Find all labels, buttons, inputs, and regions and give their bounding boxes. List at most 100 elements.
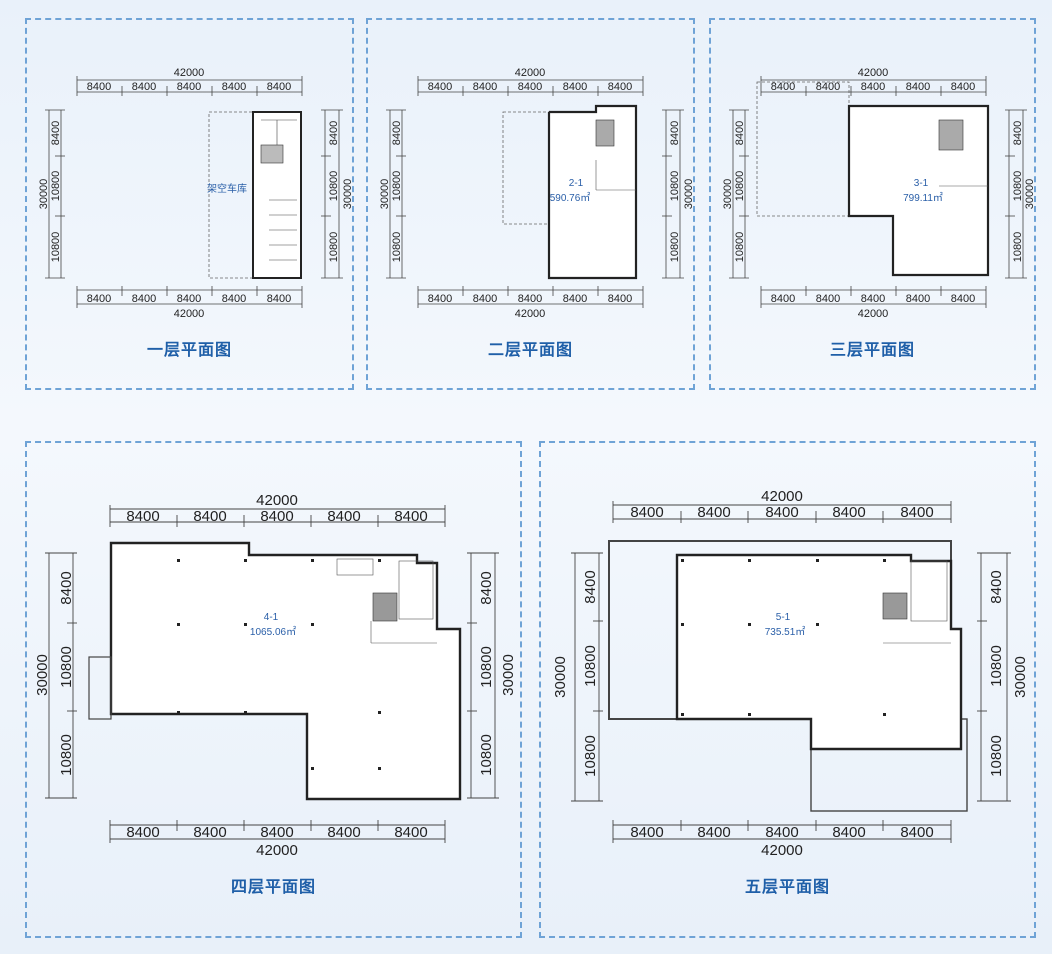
- floor-plan-3: 3-1 799.11㎡ 42000 8400 8400 8400 8400 84…: [722, 67, 1036, 320]
- right-part-5-1: 8400: [988, 570, 1005, 603]
- floor-caption-3: 三层平面图: [829, 340, 915, 359]
- bay-5-5: 8400: [900, 504, 933, 521]
- left-part-1-1: 8400: [50, 121, 62, 145]
- bottom-total-4: 42000: [256, 842, 298, 859]
- left-part-3-2: 10800: [734, 171, 746, 202]
- top-total-3: 42000: [858, 67, 889, 79]
- right-part-1-1: 8400: [328, 121, 340, 145]
- room-label-5: 5-1: [776, 612, 791, 623]
- left-total-5: 30000: [552, 656, 569, 698]
- floor-plan-panel-1: 架空车库 42000 8400 8400 8400 8400 8400 8400…: [25, 18, 354, 390]
- bay-4-2: 8400: [193, 508, 226, 525]
- bbay-3-1: 8400: [771, 293, 795, 305]
- right-part-3-3: 10800: [1012, 232, 1024, 263]
- bbay-3-4: 8400: [906, 293, 930, 305]
- floor-caption-1: 一层平面图: [146, 340, 232, 359]
- bay-4-5: 8400: [394, 508, 427, 525]
- floor-plan-panel-5: 5-1 735.51㎡ 42000 8400 8400 8400 8400 84…: [539, 441, 1036, 938]
- room-label-3: 3-1: [914, 178, 929, 189]
- bay-3-1: 8400: [771, 81, 795, 93]
- left-part-4-1: 8400: [58, 571, 75, 604]
- left-part-5-2: 10800: [582, 645, 599, 687]
- right-total-4: 30000: [500, 654, 517, 696]
- room-label-4: 4-1: [264, 612, 279, 623]
- floor-plan-1: 架空车库 42000 8400 8400 8400 8400 8400 8400…: [38, 67, 354, 320]
- bbay-4-4: 8400: [327, 824, 360, 841]
- bay-1-3: 8400: [177, 81, 201, 93]
- bbay-1-2: 8400: [132, 293, 156, 305]
- right-part-2-1: 8400: [669, 121, 681, 145]
- bbay-2-3: 8400: [518, 293, 542, 305]
- bbay-4-3: 8400: [260, 824, 293, 841]
- left-part-5-1: 8400: [582, 570, 599, 603]
- left-total-1: 30000: [38, 179, 50, 210]
- floor-plan-2: 2-1 590.76㎡ 42000 8400 8400 8400 8400 84…: [379, 67, 695, 320]
- bbay-2-4: 8400: [563, 293, 587, 305]
- right-part-2-3: 10800: [669, 232, 681, 263]
- right-part-4-1: 8400: [478, 571, 495, 604]
- bbay-1-3: 8400: [177, 293, 201, 305]
- right-total-3: 30000: [1024, 179, 1036, 210]
- floor-caption-5: 五层平面图: [744, 877, 830, 896]
- bbay-4-2: 8400: [193, 824, 226, 841]
- bay-1-1: 8400: [87, 81, 111, 93]
- right-part-1-2: 10800: [328, 171, 340, 202]
- bay-5-2: 8400: [697, 504, 730, 521]
- right-total-2: 30000: [683, 179, 695, 210]
- left-total-2: 30000: [379, 179, 391, 210]
- bay-4-3: 8400: [260, 508, 293, 525]
- left-total-3: 30000: [722, 179, 734, 210]
- bay-3-4: 8400: [906, 81, 930, 93]
- top-total-4: 42000: [256, 492, 298, 509]
- bbay-3-2: 8400: [816, 293, 840, 305]
- right-part-2-2: 10800: [669, 171, 681, 202]
- bbay-2-2: 8400: [473, 293, 497, 305]
- room-area-4: 1065.06㎡: [250, 626, 296, 638]
- room-area-2: 590.76㎡: [550, 192, 591, 204]
- right-part-3-2: 10800: [1012, 171, 1024, 202]
- bottom-total-5: 42000: [761, 842, 803, 859]
- left-part-2-1: 8400: [391, 121, 403, 145]
- right-part-1-3: 10800: [328, 232, 340, 263]
- bay-1-5: 8400: [267, 81, 291, 93]
- left-part-3-3: 10800: [734, 232, 746, 263]
- bay-2-3: 8400: [518, 81, 542, 93]
- bay-2-1: 8400: [428, 81, 452, 93]
- left-part-4-3: 10800: [58, 734, 75, 776]
- bbay-5-5: 8400: [900, 824, 933, 841]
- bbay-5-4: 8400: [832, 824, 865, 841]
- bay-4-4: 8400: [327, 508, 360, 525]
- bbay-3-5: 8400: [951, 293, 975, 305]
- bbay-2-1: 8400: [428, 293, 452, 305]
- right-part-5-2: 10800: [988, 645, 1005, 687]
- right-part-3-1: 8400: [1012, 121, 1024, 145]
- bay-2-5: 8400: [608, 81, 632, 93]
- floor-plan-panel-3: 3-1 799.11㎡ 42000 8400 8400 8400 8400 84…: [709, 18, 1036, 390]
- room-label-1: 架空车库: [207, 182, 247, 195]
- bay-3-5: 8400: [951, 81, 975, 93]
- room-area-5: 735.51㎡: [765, 626, 806, 638]
- bbay-5-2: 8400: [697, 824, 730, 841]
- left-part-4-2: 10800: [58, 646, 75, 688]
- floor-plan-panel-4: 4-1 1065.06㎡ 42000 8400 8400 8400 8400 8…: [25, 441, 522, 938]
- bbay-4-5: 8400: [394, 824, 427, 841]
- right-part-4-2: 10800: [478, 646, 495, 688]
- right-part-5-3: 10800: [988, 735, 1005, 777]
- bottom-total-2: 42000: [515, 308, 546, 320]
- right-part-4-3: 10800: [478, 734, 495, 776]
- bbay-5-1: 8400: [630, 824, 663, 841]
- bay-3-2: 8400: [816, 81, 840, 93]
- left-part-1-3: 10800: [50, 232, 62, 263]
- bottom-total-1: 42000: [174, 308, 205, 320]
- bay-2-4: 8400: [563, 81, 587, 93]
- bbay-1-4: 8400: [222, 293, 246, 305]
- room-label-2: 2-1: [569, 178, 584, 189]
- left-part-1-2: 10800: [50, 171, 62, 202]
- right-total-5: 30000: [1012, 656, 1029, 698]
- floor-caption-4: 四层平面图: [230, 877, 316, 896]
- top-total-2: 42000: [515, 67, 546, 79]
- bbay-1-5: 8400: [267, 293, 291, 305]
- left-part-3-1: 8400: [734, 121, 746, 145]
- bay-2-2: 8400: [473, 81, 497, 93]
- bbay-1-1: 8400: [87, 293, 111, 305]
